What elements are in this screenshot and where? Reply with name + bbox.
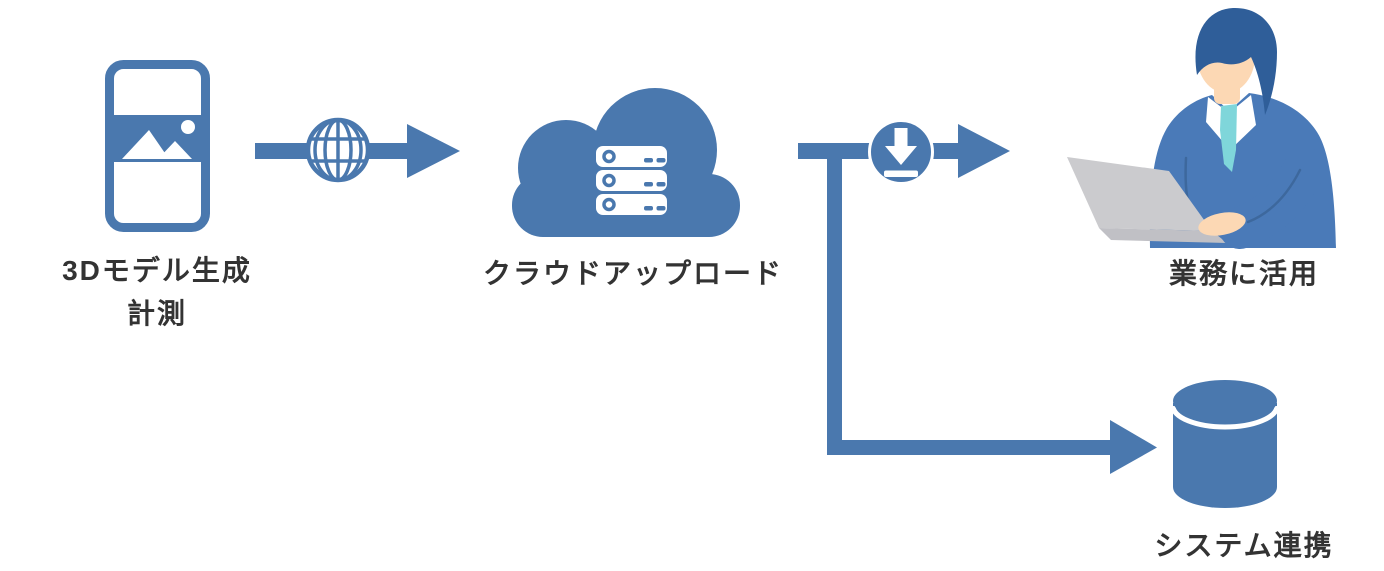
download-icon xyxy=(868,119,934,185)
cloud-upload-label: クラウドアップロード xyxy=(482,258,783,289)
server-rack-icon xyxy=(596,146,667,215)
tie xyxy=(1220,104,1237,172)
arrow-cloud-to-system xyxy=(827,143,1157,474)
hair xyxy=(1195,7,1277,115)
capture-label-line2: 計測 xyxy=(126,298,187,329)
businessman-laptop-illustration xyxy=(1067,7,1336,249)
cloud-server-icon xyxy=(512,88,740,237)
capture-label-line1: 3Dモデル生成 xyxy=(62,255,252,286)
business-use-label: 業務に活用 xyxy=(1168,258,1319,289)
system-link-label: システム連携 xyxy=(1154,530,1334,561)
capture-label: 3Dモデル生成 計測 xyxy=(37,249,277,335)
database-icon xyxy=(1170,380,1280,508)
hand xyxy=(1198,212,1246,236)
photo-icon xyxy=(113,115,202,162)
globe-icon xyxy=(305,117,371,183)
laptop xyxy=(1067,157,1227,243)
smartphone-photo-icon xyxy=(105,60,210,232)
forearm xyxy=(1219,147,1326,249)
